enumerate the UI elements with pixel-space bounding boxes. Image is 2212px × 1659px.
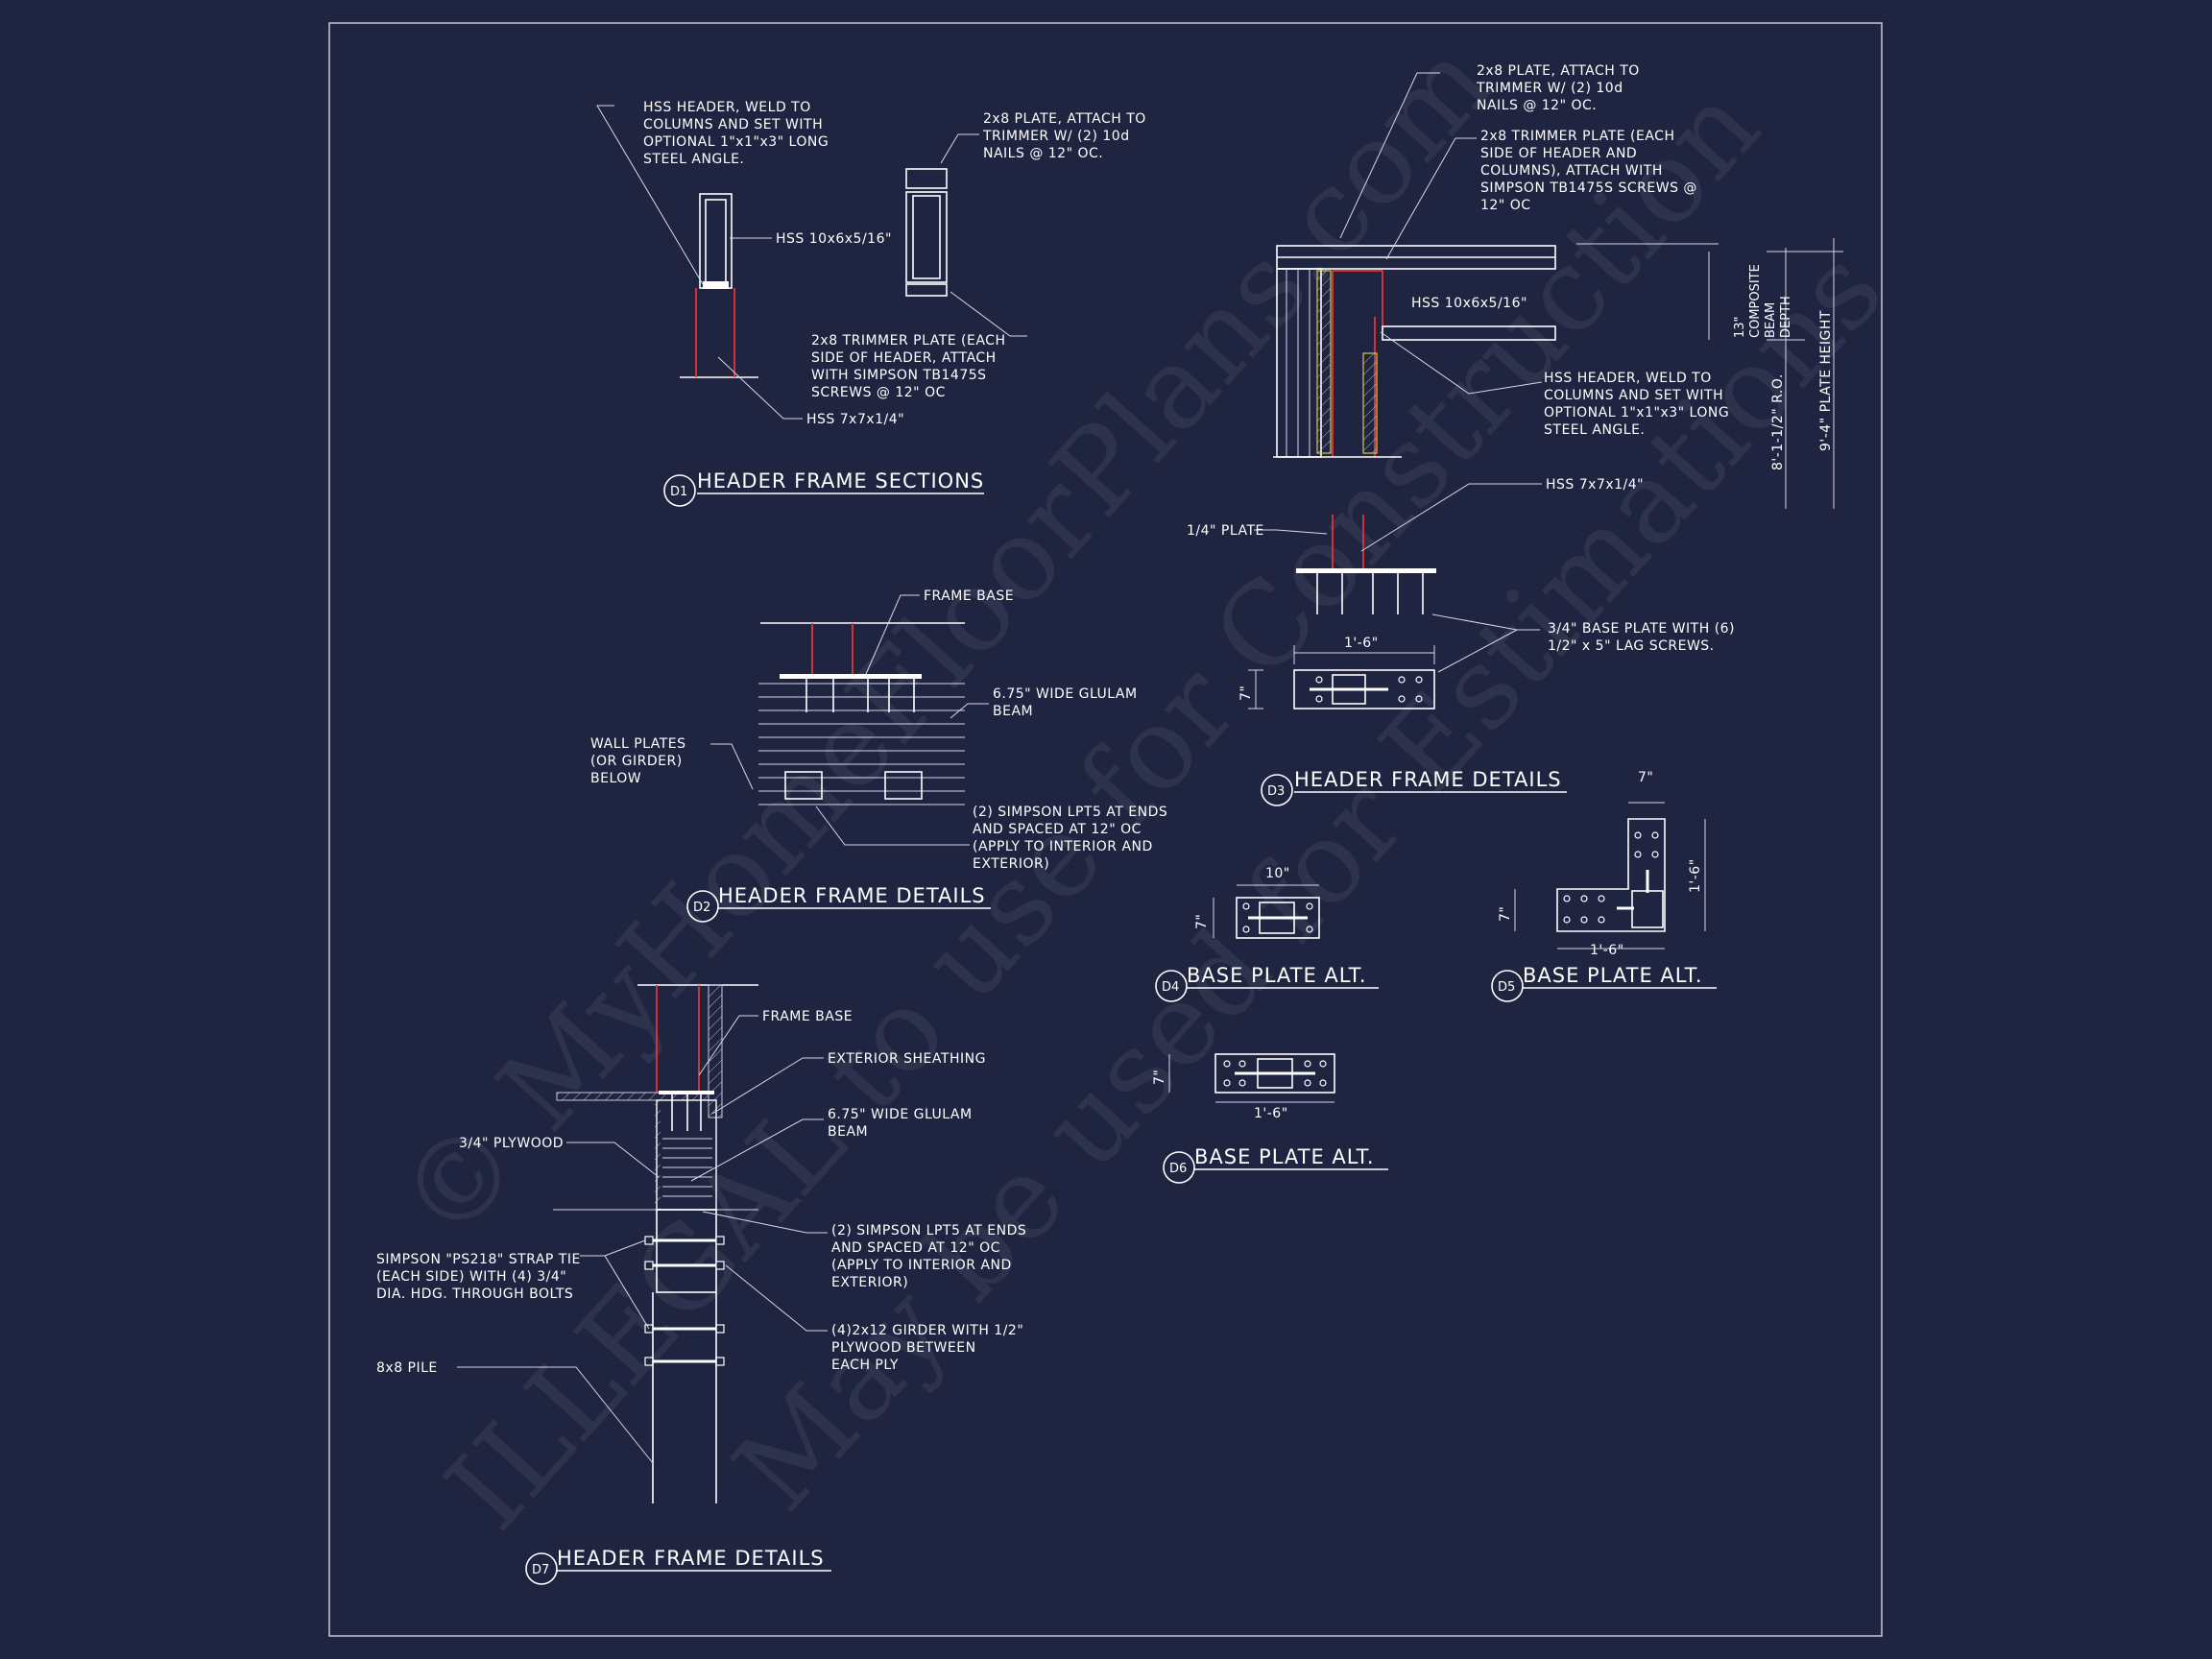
- detail-d5: 7" 1'-6" 1'-6" 7" D5 BASE PLATE ALT.: [1491, 770, 1717, 1002]
- d1-note-hss-header: HSS 10x6x5/16": [776, 231, 892, 247]
- d5-dim-bottom: 1'-6": [1590, 943, 1624, 958]
- d3-tag: D3: [1267, 784, 1285, 799]
- detail-d6: 1'-6" 7" D6 BASE PLATE ALT.: [1152, 1053, 1388, 1184]
- d7-note-frame-base: FRAME BASE: [762, 1009, 853, 1024]
- d3-dim-width: 1'-6": [1344, 636, 1379, 651]
- d4-dim-height: 7": [1194, 914, 1210, 929]
- d3-dim-beam: 13"COMPOSITEBEAMDEPTH: [1733, 264, 1793, 338]
- d7-note-sheathing: EXTERIOR SHEATHING: [828, 1051, 986, 1067]
- d6-dim-width: 1'-6": [1254, 1106, 1288, 1121]
- d6-title: BASE PLATE ALT.: [1194, 1145, 1375, 1168]
- d1-title: HEADER FRAME SECTIONS: [697, 469, 984, 493]
- d7-note-pile: 8x8 PILE: [376, 1360, 438, 1376]
- d3-dim-ro: 8'-1-1/2" R.O.: [1770, 373, 1786, 470]
- d7-note-strap: SIMPSON "PS218" STRAP TIE(EACH SIDE) WIT…: [376, 1252, 581, 1302]
- d3-dim-plate-height: 9'-4" PLATE HEIGHT: [1818, 310, 1834, 451]
- d2-note-wall-plates: WALL PLATES(OR GIRDER)BELOW: [590, 736, 686, 786]
- d3-dim-height: 7": [1238, 685, 1254, 701]
- d5-tag: D5: [1498, 980, 1515, 995]
- d5-title: BASE PLATE ALT.: [1523, 964, 1703, 987]
- d7-note-plywood: 3/4" PLYWOOD: [459, 1136, 564, 1151]
- d2-title: HEADER FRAME DETAILS: [718, 884, 986, 907]
- d1-tag: D1: [670, 485, 687, 499]
- d4-tag: D4: [1162, 980, 1179, 995]
- d6-dim-height: 7": [1152, 1070, 1167, 1085]
- d2-tag: D2: [693, 901, 710, 915]
- sheet-border: [328, 22, 1883, 1637]
- d3-note-base-plate: 3/4" BASE PLATE WITH (6)1/2" x 5" LAG SC…: [1548, 621, 1735, 654]
- d5-dim-top: 7": [1638, 770, 1653, 785]
- d7-title: HEADER FRAME DETAILS: [557, 1547, 825, 1570]
- detail-d4: 10" 7" D4 BASE PLATE ALT.: [1155, 866, 1379, 1002]
- d3-note-quarter-plate: 1/4" PLATE: [1187, 523, 1264, 539]
- d3-title: HEADER FRAME DETAILS: [1294, 768, 1562, 791]
- d1-note-hss-column: HSS 7x7x1/4": [806, 412, 904, 427]
- detail-d7: FRAME BASE EXTERIOR SHEATHING 6.75" WIDE…: [376, 984, 1026, 1585]
- d4-dim-width: 10": [1265, 866, 1290, 881]
- d6-tag: D6: [1169, 1162, 1187, 1176]
- d5-dim-side: 1'-6": [1688, 858, 1703, 893]
- d4-title: BASE PLATE ALT.: [1187, 964, 1367, 987]
- d3-note-hss-header: HSS 10x6x5/16": [1411, 296, 1527, 311]
- d5-dim-height: 7": [1498, 906, 1513, 922]
- d3-note-hss-column: HSS 7x7x1/4": [1546, 477, 1644, 493]
- d2-note-frame-base: FRAME BASE: [924, 589, 1014, 604]
- d7-tag: D7: [532, 1563, 549, 1577]
